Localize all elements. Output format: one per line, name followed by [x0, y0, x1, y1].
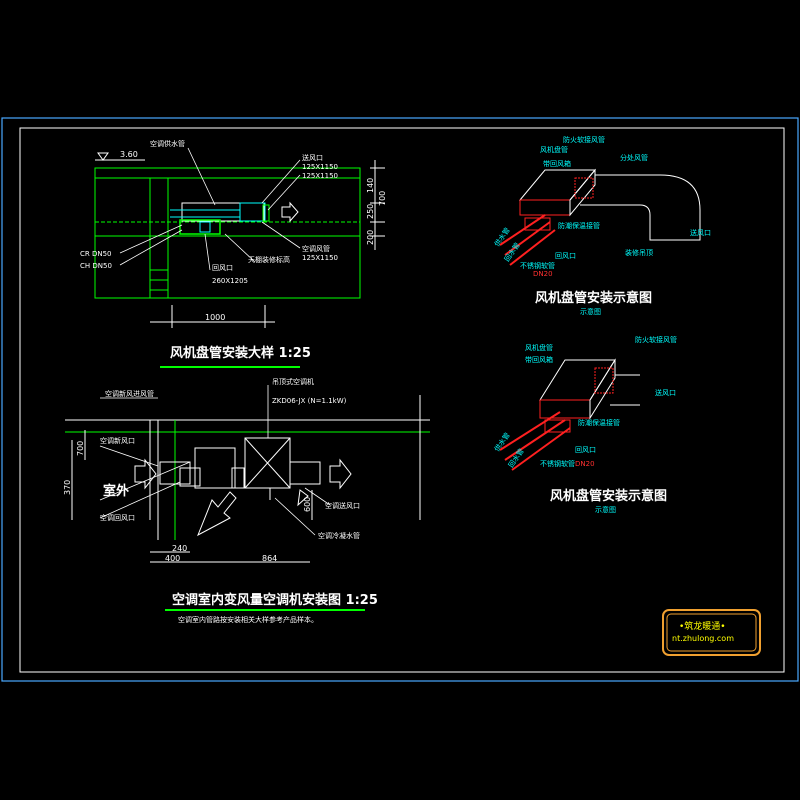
iso-view-2: 风机盘管 带回风箱 防火软接风管 送风口 防潮保温接管 回风口 供水管 回水管 … — [492, 335, 677, 514]
ahu-detail-title: 空调室内变风量空调机安装图 1:25 — [172, 592, 378, 608]
condensate-label: 空调冷凝水管 — [318, 531, 360, 540]
iso2-sub: 示意图 — [595, 505, 616, 514]
dim-240: 240 — [172, 544, 187, 553]
iso2-title: 风机盘管安装示意图 — [550, 488, 667, 504]
watermark-line2: nt.zhulong.com — [672, 634, 734, 643]
return-vent-label: 回风口 — [575, 446, 596, 454]
fcu-label: 风机盘管 — [525, 343, 553, 352]
dn20-label: DN20 — [533, 270, 553, 278]
return-air-label: 空调回风口 — [100, 513, 135, 522]
insul-label: 防潮保温接管 — [578, 418, 620, 427]
dim-250: 250 — [366, 204, 375, 219]
supply-vent-label: 空调送风口 — [325, 501, 360, 510]
dim-700: 700 — [76, 441, 85, 456]
flex-label: 防火软接风管 — [563, 135, 605, 144]
drain-label: 不锈钢软管 — [540, 459, 575, 468]
insul-label: 防潮保温接管 — [558, 221, 600, 230]
supply-pipe-label: 供水管 — [492, 226, 511, 248]
dim-864: 864 — [262, 554, 277, 563]
return-box-label: 带回风箱 — [525, 355, 553, 364]
drain-label: 不锈钢软管 — [520, 261, 555, 270]
supply-pipe-label: 空调供水管 — [150, 139, 185, 148]
dim-140: 140 — [366, 178, 375, 193]
return-pipe-label: 回水管 — [502, 241, 521, 263]
iso1-sub: 示意图 — [580, 307, 601, 316]
ahu-note: 空调室内管路按安装相关大样参考产品样本。 — [178, 615, 318, 624]
unit-label: 吊顶式空调机 — [272, 377, 314, 386]
fcu-detail: 3.60 空调供水管 送风口 125X1150 125X1150 空调 — [80, 139, 387, 368]
iso-view-1: 防火软接风管 风机盘管 带回风箱 分处风管 防潮保温接管 回风口 送风口 供水管… — [492, 135, 711, 316]
supply-air-label: 空调风管 — [302, 244, 330, 253]
dn20-label: DN20 — [575, 460, 595, 468]
return-vent-label: 回风口 — [555, 252, 576, 260]
dim-400: 400 — [165, 554, 180, 563]
fresh-air-label: 空调新风口 — [100, 436, 135, 445]
fcu-label: 风机盘管 — [540, 145, 568, 154]
dim-370: 370 — [63, 480, 72, 495]
elevation-label: 3.60 — [120, 150, 138, 159]
return-box-label: 带回风箱 — [543, 159, 571, 168]
supply-vent-label: 送风口 — [655, 388, 676, 397]
dim-1000: 1000 — [205, 313, 225, 322]
outer-frame — [1, 117, 799, 682]
ceiling-label: 天棚装修标高 — [248, 255, 290, 264]
return-duct-label: 送风口 — [302, 153, 323, 162]
duct-size-2: 125X1150 — [302, 172, 338, 180]
ahu-detail: 空调新风进风管 空调新风口 室外 空调回风口 吊顶式空调机 ZKD06-JX (… — [63, 377, 430, 624]
outdoor-duct-label: 空调新风进风管 — [105, 389, 154, 398]
return-vent-label: 回风口 — [212, 264, 233, 272]
ch-label: CH DN50 — [80, 262, 112, 270]
flex-label: 防火软接风管 — [635, 335, 677, 344]
supply-vent-label: 送风口 — [690, 228, 711, 237]
inner-frame — [19, 127, 785, 673]
outlet-label: 分处风管 — [620, 153, 648, 162]
supply-air-size: 125X1150 — [302, 254, 338, 262]
cr-label: CR DN50 — [80, 250, 112, 258]
dim-700: 700 — [378, 191, 387, 206]
dim-600: 600 — [303, 497, 312, 512]
iso1-title: 风机盘管安装示意图 — [535, 290, 652, 306]
unit-model: ZKD06-JX (N=1.1kW) — [272, 397, 347, 405]
dim-200: 200 — [366, 230, 375, 245]
return-duct-size: 125X1150 — [302, 163, 338, 171]
watermark-line1: •筑龙暖通• — [679, 620, 726, 632]
fcu-detail-title: 风机盘管安装大样 1:25 — [170, 345, 311, 361]
ceiling-label: 装修吊顶 — [625, 248, 653, 257]
return-vent-size: 260X1205 — [212, 277, 248, 285]
outdoor-label: 室外 — [103, 483, 129, 499]
supply-pipe-label: 供水管 — [492, 431, 511, 453]
watermark-stamp: •筑龙暖通• nt.zhulong.com — [662, 609, 761, 656]
